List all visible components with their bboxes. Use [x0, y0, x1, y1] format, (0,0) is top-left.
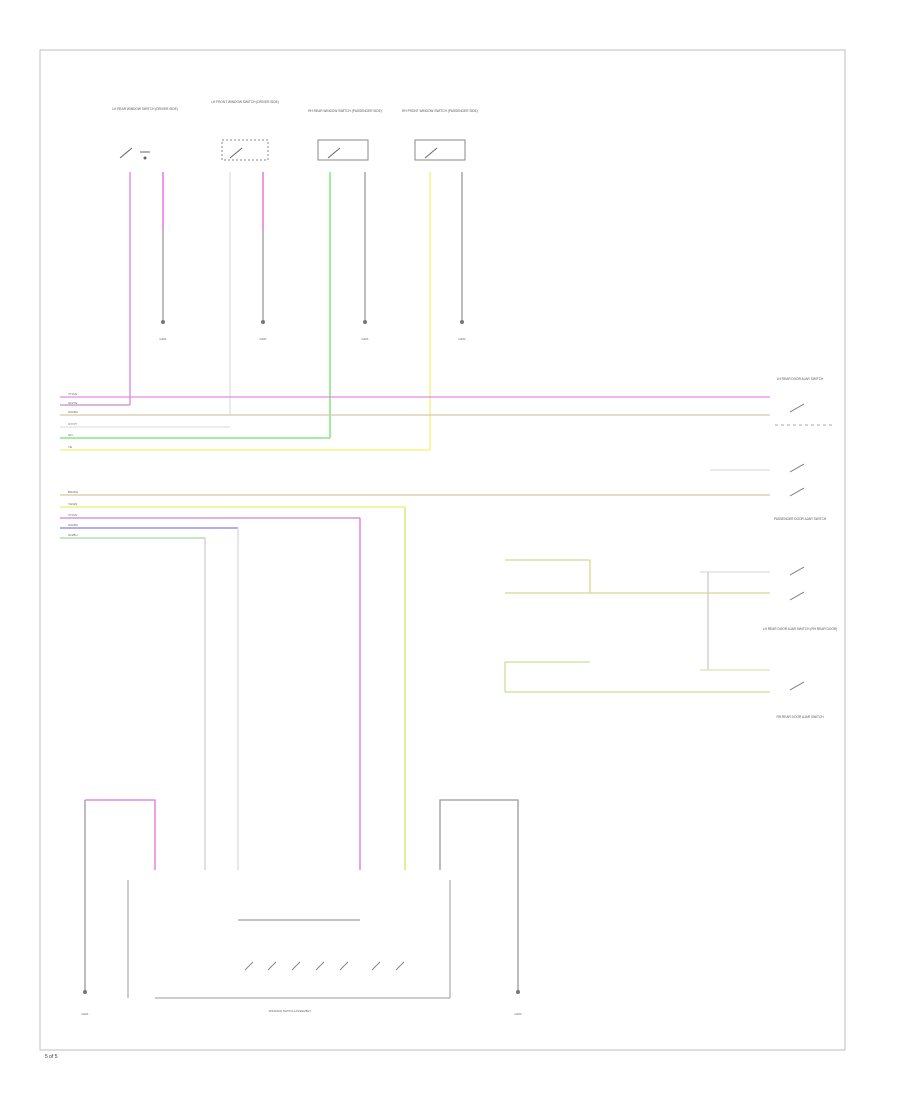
right-switch-2: PASSENGER DOOR AJAR SWITCH	[710, 463, 827, 521]
diagram-frame	[39, 49, 846, 1051]
right-switch-4-label: RH REAR DOOR AJAR SWITCH	[776, 715, 824, 719]
harness-mid-label-5: GN/BU	[68, 533, 78, 537]
harness-top	[60, 396, 770, 451]
right-switch-2-label: PASSENGER DOOR AJAR SWITCH	[774, 517, 827, 521]
harness-mid	[60, 494, 770, 539]
harness-mid-label-3: VT/GN	[68, 513, 77, 517]
harness-mid-label-1: BN/WH	[68, 490, 78, 494]
harness-top-label-6: YE	[68, 445, 72, 449]
harness-top-label-2: GN/YE	[68, 401, 77, 405]
harness-mid-label-4: WH/BU	[68, 523, 78, 527]
top-switch-2: LH FRONT WINDOW SWITCH (DRIVER SIDE)	[211, 100, 279, 161]
ground-label-2: G201	[259, 337, 267, 341]
harness-mid-labels: BN/WH YE/GN VT/GN WH/BU GN/BU	[68, 490, 78, 537]
top-switch-3: RH REAR WINDOW SWITCH (PASSENGER SIDE)	[308, 109, 382, 161]
harness-mid-label-2: YE/GN	[68, 502, 77, 506]
right-switch-1: LH REAR DOOR AJAR SWITCH	[775, 377, 832, 426]
bottom-right-ground-label: G202	[514, 1012, 522, 1016]
right-switch-1-label: LH REAR DOOR AJAR SWITCH	[777, 377, 824, 381]
top-switch-3-label: RH REAR WINDOW SWITCH (PASSENGER SIDE)	[308, 109, 382, 113]
right-harness	[504, 559, 770, 693]
ground-label-4: G402	[458, 337, 466, 341]
harness-top-label-4: GY/VT	[68, 422, 77, 426]
harness-top-label-5: GN	[68, 433, 73, 437]
top-switch-1-label: LH REAR WINDOW SWITCH (DRIVER SIDE)	[112, 107, 178, 111]
vertical-drops	[204, 507, 406, 870]
top-switch-wires	[129, 172, 463, 450]
harness-top-labels: VT/GN GN/YE WH/BU GY/VT GN YE	[68, 392, 78, 449]
top-switch-1: LH REAR WINDOW SWITCH (DRIVER SIDE)	[112, 107, 178, 160]
bottom-ground-label: G201	[81, 1012, 89, 1016]
footer-code: 5 of 5	[45, 1054, 58, 1060]
right-switch-3-label: LH REAR DOOR AJAR SWITCH (RH REAR DOOR)	[763, 627, 837, 631]
bottom-left-ground: G201	[81, 799, 156, 1016]
right-switch-3: LH REAR DOOR AJAR SWITCH (RH REAR DOOR)	[763, 566, 837, 631]
harness-top-label-1: VT/GN	[68, 392, 77, 396]
top-switch-2-label: LH FRONT WINDOW SWITCH (DRIVER SIDE)	[211, 100, 279, 104]
top-switch-4-label: RH FRONT WINDOW SWITCH (PASSENGER SIDE)	[402, 109, 478, 113]
bottom-module-label: WINDOW SWITCH ASSEMBLY	[269, 1009, 311, 1013]
bottom-module: WINDOW SWITCH ASSEMBLY	[127, 880, 451, 1013]
top-grounds: G301 G201 G401 G402	[159, 320, 466, 341]
ground-label-3: G401	[361, 337, 369, 341]
bottom-right-ground: G202	[439, 799, 522, 1016]
top-switch-4: RH FRONT WINDOW SWITCH (PASSENGER SIDE)	[402, 109, 478, 161]
harness-top-label-3: WH/BU	[68, 410, 78, 414]
ground-label-1: G301	[159, 337, 167, 341]
right-switch-4: RH REAR DOOR AJAR SWITCH	[776, 681, 824, 719]
